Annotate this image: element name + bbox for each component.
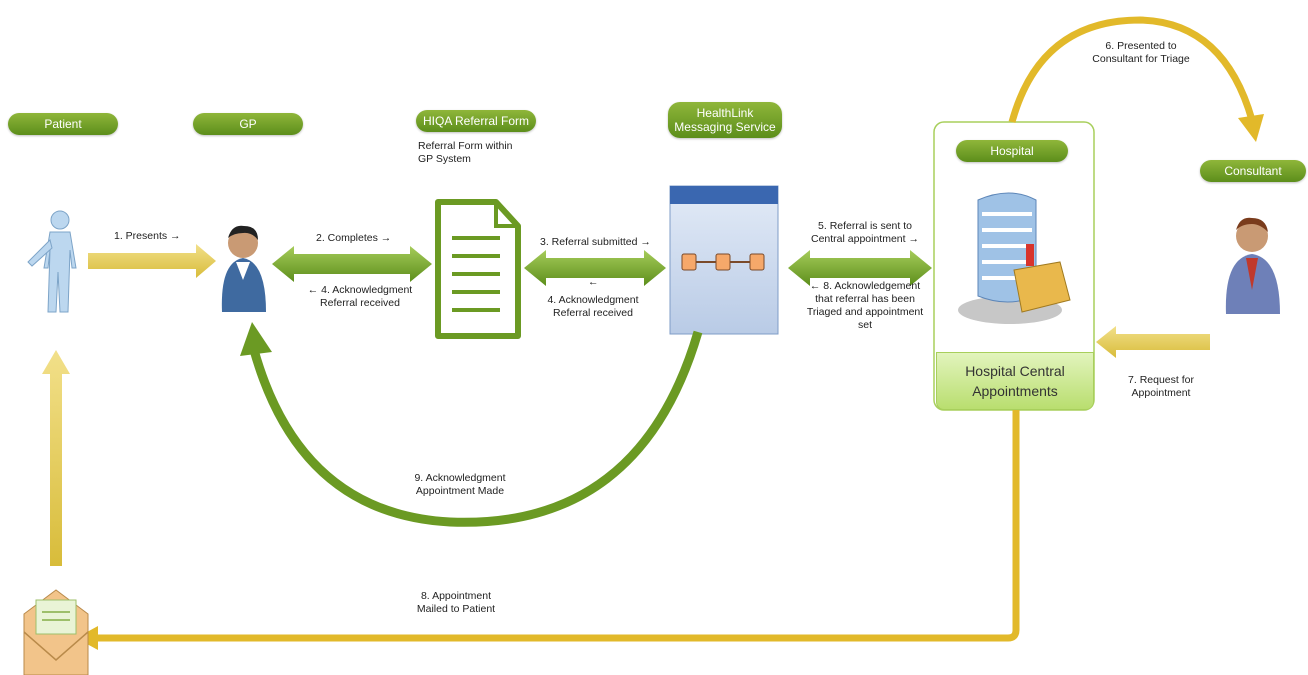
appointment-mailed-arrow: [92, 410, 1020, 642]
request-appointment-arrow: [1096, 326, 1210, 358]
step-9-label: 9. Acknowledgment Appointment Made: [414, 472, 506, 497]
presents-arrow: [88, 244, 216, 278]
patient-figure-icon: [27, 210, 77, 313]
step-3-label: 3. Referral submitted →: [540, 236, 651, 248]
consultant-person-icon: [1225, 217, 1280, 314]
step-4b-label: 4. Acknowledgment Referral received: [547, 294, 639, 319]
referral-form-note: Referral Form within GP System: [418, 140, 513, 165]
step-4b-arrow: ←: [588, 276, 599, 288]
healthlink-service-window-icon: [669, 185, 779, 335]
hospital-label: Hospital: [956, 140, 1068, 162]
gp-form-double-arrow: [272, 246, 432, 282]
step-1-label: 1. Presents →: [114, 230, 181, 242]
gp-label: GP: [193, 113, 303, 135]
step-4a-label: ← 4. Acknowledgment Referral received: [307, 284, 413, 309]
step-2-label: 2. Completes →: [316, 232, 392, 244]
form-healthlink-double-arrow: [524, 250, 666, 286]
step-8a-label: ← 8. Acknowledgement that referral has b…: [806, 280, 924, 331]
patient-label: Patient: [8, 113, 118, 135]
step-5-label: 5. Referral is sent to Central appointme…: [811, 220, 919, 245]
acknowledgment-arrowhead: [240, 322, 272, 356]
referral-form-document-icon: [435, 199, 521, 339]
envelope-icon: [23, 589, 89, 675]
consultant-label: Consultant: [1200, 160, 1306, 182]
acknowledgment-curved-arrow: [249, 330, 703, 527]
hospital-building-icon: [958, 192, 1071, 324]
hiqa-form-label: HIQA Referral Form: [416, 110, 536, 132]
triage-arrowhead: [1238, 114, 1264, 142]
healthlink-label: HealthLink Messaging Service: [668, 102, 782, 138]
healthlink-hospital-double-arrow: [788, 250, 932, 286]
step-6-label: 6. Presented to Consultant for Triage: [1092, 40, 1190, 65]
step-8b-label: 8. Appointment Mailed to Patient: [416, 590, 496, 615]
triage-curved-arrow: [1008, 16, 1256, 123]
envelope-to-patient-arrow: [42, 350, 70, 566]
step-7-label: 7. Request for Appointment: [1128, 374, 1194, 399]
gp-person-icon: [221, 225, 266, 312]
hospital-central-appointments: Hospital Central Appointments: [936, 352, 1094, 410]
